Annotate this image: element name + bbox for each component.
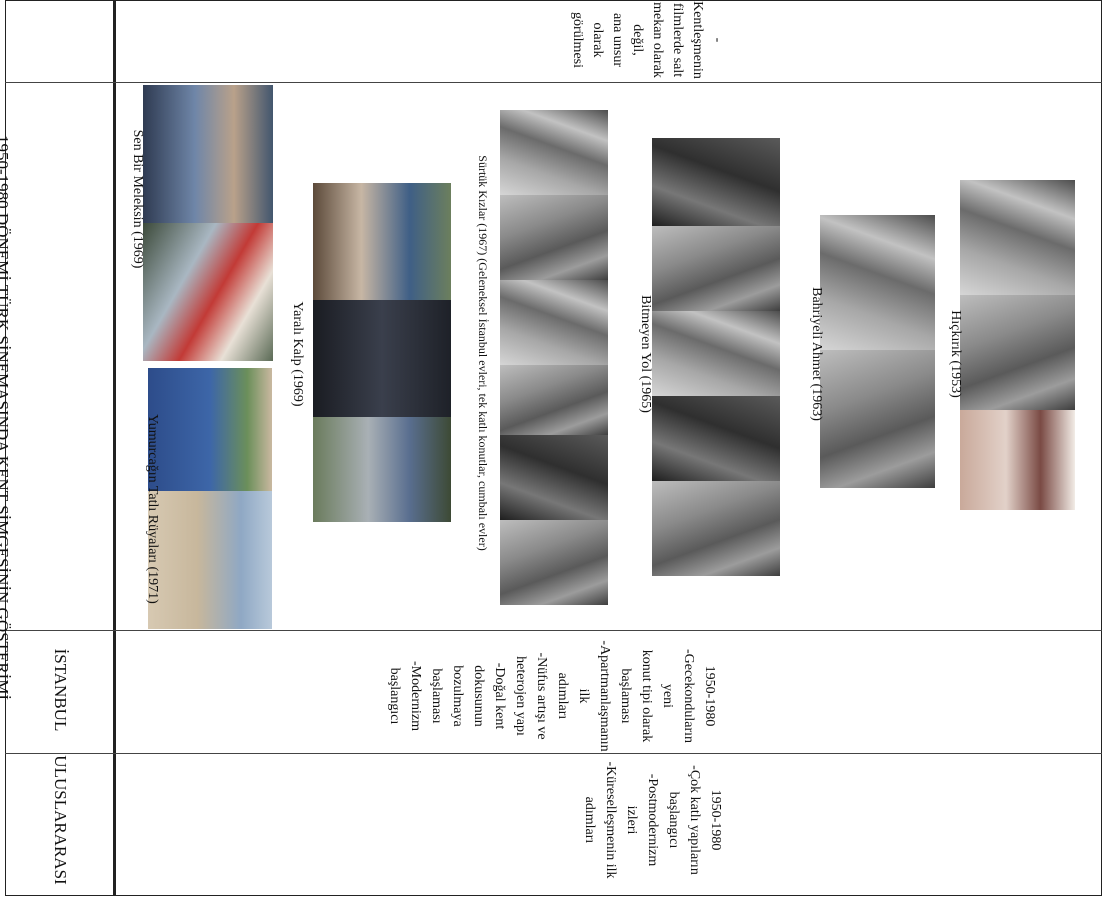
top-note: -Kentleşmenin filmlerde salt mekan olara… — [570, 1, 725, 79]
film-still-bahriyeli-2 — [820, 350, 935, 488]
istanbul-notes: 1950-1980 -Gecekonduların yeni konut tip… — [387, 640, 717, 752]
international-notes: 1950-1980 -Çok katlı yapıların başlangıc… — [582, 761, 723, 879]
film-still-surtuk-1 — [500, 110, 608, 195]
film-still-yumurcak-1 — [148, 368, 272, 491]
film-still-hickirik-2 — [960, 295, 1075, 410]
film-still-surtuk-2 — [500, 195, 608, 280]
film-still-bitmeyen-1 — [652, 138, 780, 226]
film-still-yarali-1 — [313, 183, 451, 300]
film-still-yarali-2 — [313, 300, 451, 417]
film-still-hickirik-3 — [960, 410, 1075, 510]
film-caption-yarali: Yaralı Kalp (1969) — [290, 301, 305, 407]
film-still-melek-1 — [143, 85, 273, 223]
film-still-melek-2 — [143, 223, 273, 361]
film-still-surtuk-3 — [500, 280, 608, 365]
film-still-surtuk-6 — [500, 520, 608, 605]
film-still-yarali-3 — [313, 417, 451, 522]
film-still-bitmeyen-5 — [652, 481, 780, 576]
row-divider-1 — [5, 82, 1102, 83]
film-still-surtuk-4 — [500, 365, 608, 435]
film-still-hickirik-1 — [960, 180, 1075, 295]
row-divider-3 — [5, 753, 1102, 754]
row-title-main: 1950-1980 DÖNEMİ TÜRK SİNEMASINDA KENT S… — [0, 135, 12, 701]
table-frame — [5, 0, 1102, 896]
row-title-istanbul: İSTANBUL — [51, 648, 70, 732]
film-still-yumurcak-2 — [148, 491, 272, 629]
film-caption-yumurcak: Yumurcağın Tatlı Rüyaları (1971) — [145, 414, 160, 604]
film-still-bitmeyen-4 — [652, 396, 780, 481]
header-column-divider — [113, 0, 116, 896]
film-caption-bitmeyen: Bitmeyen Yol (1965) — [638, 295, 653, 413]
film-caption-surtuk: Sürtük Kızlar (1967) (Geleneksel İstanbu… — [476, 155, 490, 551]
film-still-bitmeyen-3 — [652, 311, 780, 396]
film-still-bitmeyen-2 — [652, 226, 780, 311]
film-still-surtuk-5 — [500, 435, 608, 520]
film-caption-hickirik: Hıçkırık (1953) — [948, 310, 963, 398]
row-divider-2 — [5, 630, 1102, 631]
film-caption-melek: Sen Bir Meleksin (1969) — [130, 129, 145, 269]
film-caption-bahriyeli: Bahriyeli Ahmet (1963) — [809, 287, 824, 421]
row-title-international: ULUSLARARASI — [51, 755, 70, 885]
film-still-bahriyeli-1 — [820, 215, 935, 350]
